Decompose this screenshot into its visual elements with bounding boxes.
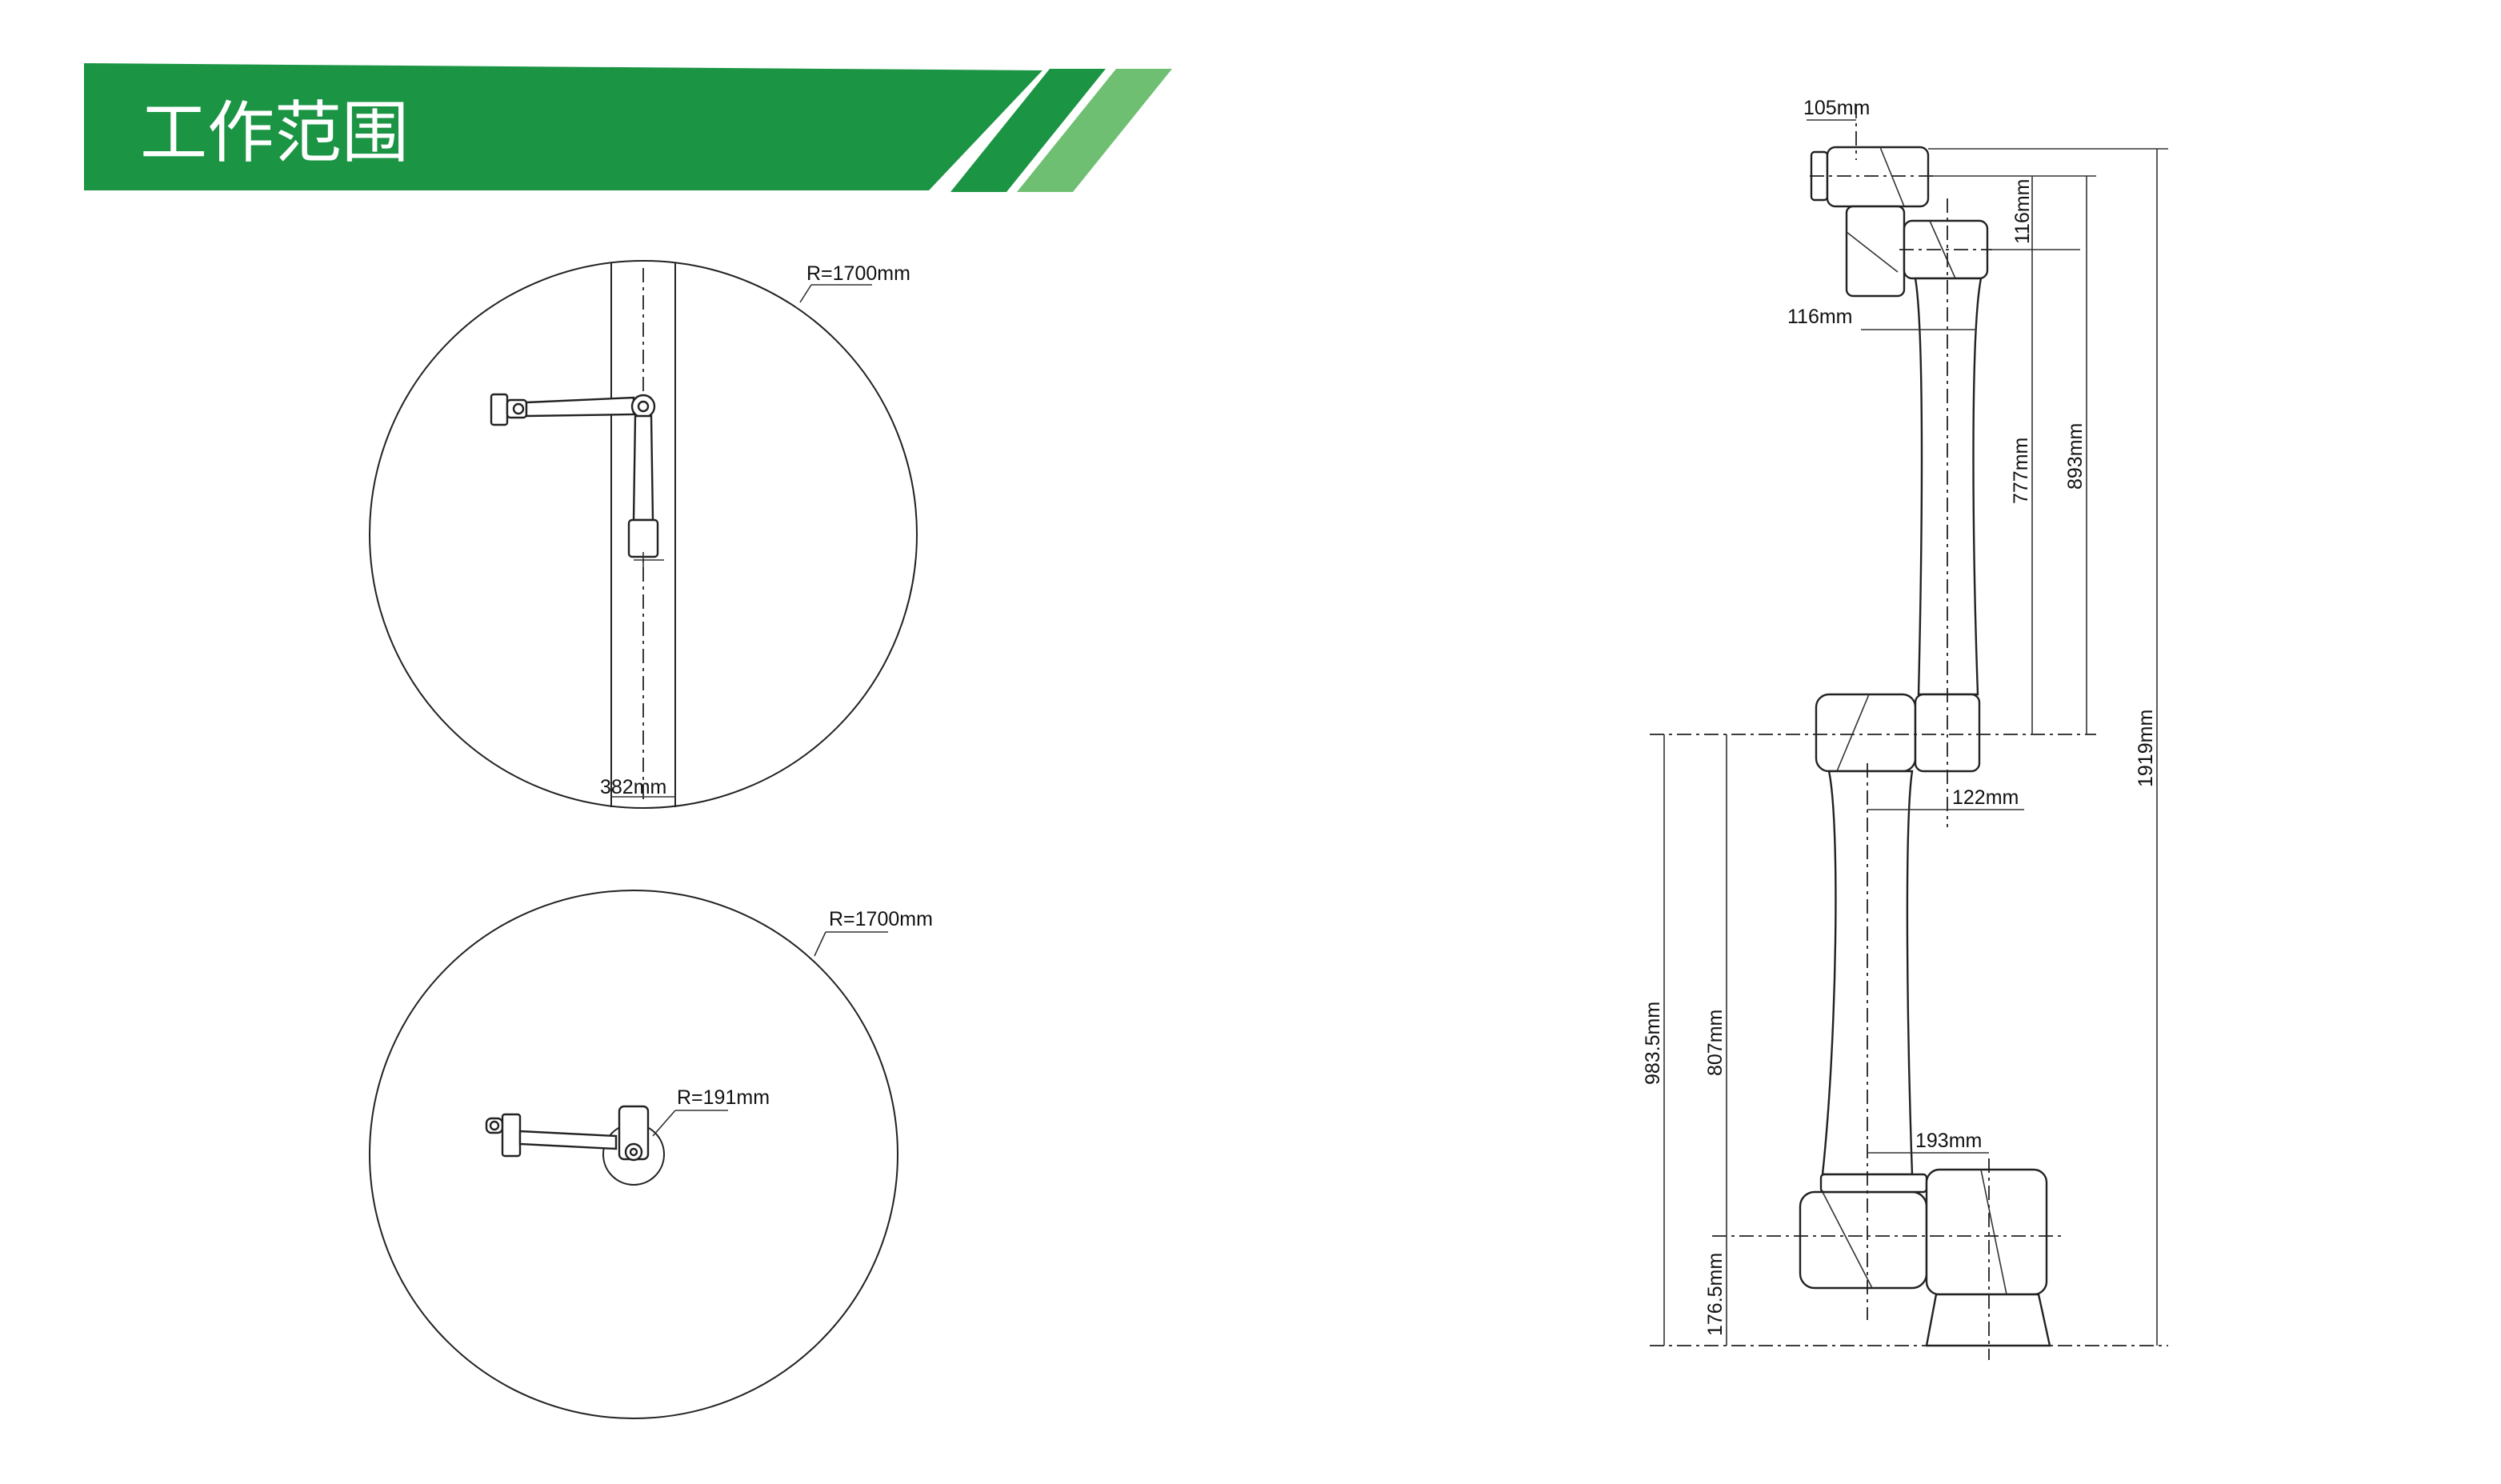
base-block [627,518,659,558]
radius-leader-2 [814,931,826,957]
wrist-joint-icon [512,402,525,415]
base-joint-split [1980,1169,2007,1295]
elbow-body-left [1815,693,1917,773]
inner-radius-label: R=191mm [677,1086,770,1109]
shoulder-cap [1819,1173,1928,1194]
elbow-split [1836,694,1870,772]
upper-arm-2 [518,1130,618,1150]
banner-bar [84,63,1042,190]
shoulder-body-left [1799,1190,1928,1290]
radius-label-2: R=1700mm [829,908,933,930]
wrist2-diag [1846,231,1899,273]
wrist1-split [1929,220,1956,279]
label-116-top: 116mm [2011,178,2034,244]
label-122: 122mm [1952,786,2019,809]
label-105: 105mm [1803,97,1870,119]
side-view: 105mm 116mm 116mm 777mm 893mm 1919mm 122… [1642,97,2168,1360]
reach-circle-2 [369,890,898,1419]
label-807: 807mm [1704,1010,1727,1076]
wrist3-split [1879,146,1905,207]
wrist-block-2 [501,1113,522,1158]
label-777: 777mm [2010,438,2032,504]
radius-label: R=1700mm [806,262,910,285]
robot-arm-top-1 [490,393,664,573]
reach-circle [369,260,918,809]
robot-arm-top-2 [485,1105,650,1162]
label-193: 193mm [1915,1130,1982,1152]
shoulder-joint-inner [629,1147,638,1157]
label-116-side: 116mm [1787,306,1853,328]
shoulder-split [1822,1191,1873,1289]
radius-leader [799,284,812,303]
top-view-radial: R=1700mm R=191mm [369,890,933,1419]
top-view-reach: R=1700mm 382mm [369,260,918,809]
width-label: 382mm [600,776,666,798]
label-983-5: 983.5mm [1642,1002,1664,1085]
tool-flange [490,393,509,426]
wrist3-body [1826,146,1930,208]
base-joint-body [1925,1168,2048,1296]
elbow-joint-inner [637,400,650,413]
banner-stripe-dark [950,69,1106,192]
label-893: 893mm [2064,423,2087,490]
banner-stripe-light [1017,69,1172,192]
forearm [632,414,654,522]
forearm-side [1914,277,1983,696]
elbow-body-right [1914,693,1981,773]
label-176-5: 176.5mm [1704,1253,1727,1336]
inner-radius-leader [652,1110,676,1137]
page-title: 工作范围 [140,94,409,172]
header-banner: 工作范围 [84,63,1172,192]
base-flange [1925,1293,2051,1347]
tool-joint-icon [489,1120,500,1131]
upper-arm [525,396,635,418]
wrist2-body [1845,205,1906,298]
label-1919: 1919mm [2135,710,2157,787]
